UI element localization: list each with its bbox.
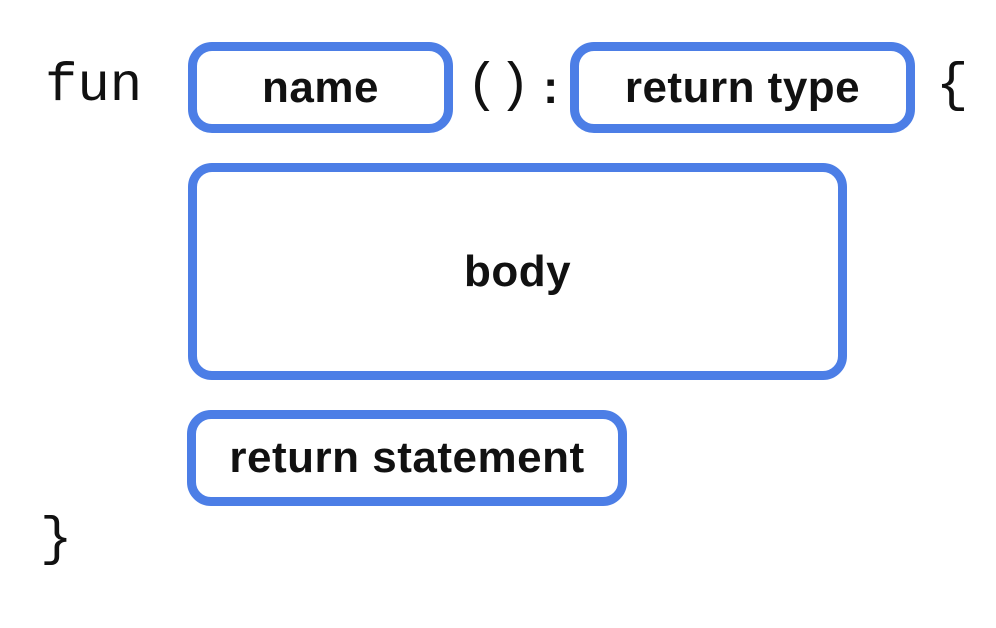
parentheses-token: () bbox=[466, 56, 531, 117]
return-type-slot-label: return type bbox=[624, 62, 861, 112]
open-brace-token: { bbox=[936, 56, 969, 117]
body-slot-box: body bbox=[188, 163, 847, 380]
return-statement-slot-box: return statement bbox=[187, 410, 627, 506]
fun-keyword: fun bbox=[45, 56, 143, 117]
name-slot-box: name bbox=[188, 42, 453, 133]
body-slot-label: body bbox=[463, 246, 572, 296]
return-statement-slot-label: return statement bbox=[229, 433, 585, 482]
colon-token: : bbox=[543, 61, 559, 113]
close-brace-token: } bbox=[40, 510, 73, 571]
return-type-slot-box: return type bbox=[570, 42, 915, 133]
name-slot-label: name bbox=[262, 62, 379, 112]
